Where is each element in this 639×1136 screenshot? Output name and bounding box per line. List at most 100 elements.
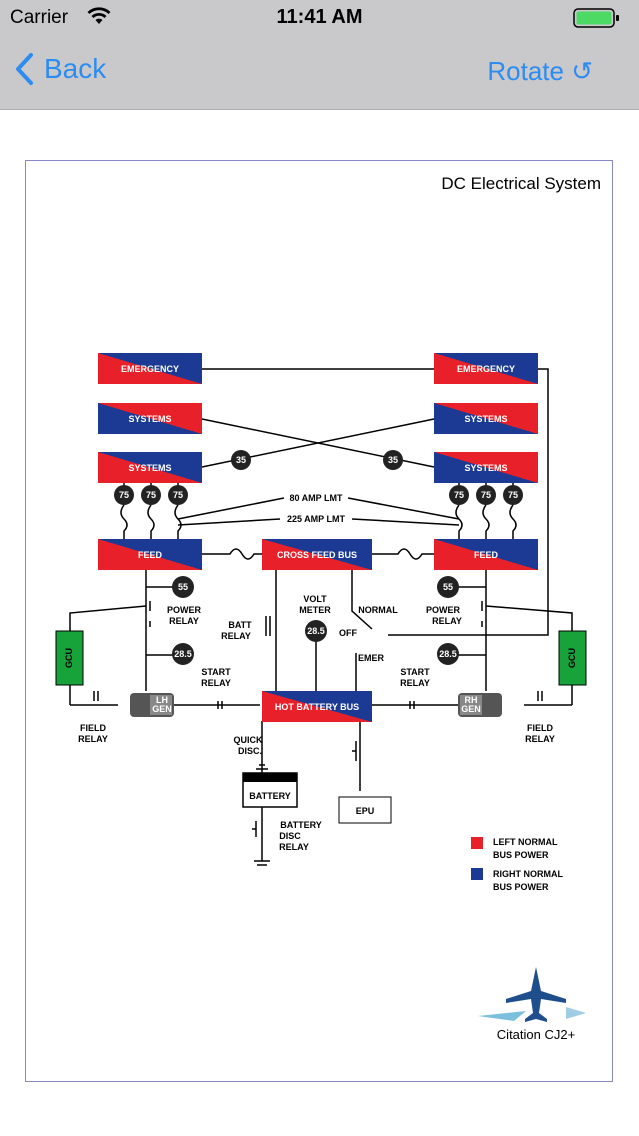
navigation-bar: Back Rotate ↺: [0, 36, 639, 110]
dc-electrical-diagram: DC Electrical System: [55, 174, 601, 1042]
wiring: [69, 368, 573, 866]
epu-label: EPU: [356, 806, 375, 816]
breaker-75-6-label: 75: [508, 490, 518, 500]
epu-box: [338, 796, 392, 824]
breaker-75-1-label: 75: [119, 490, 129, 500]
battery-icon: [573, 8, 621, 33]
power-relay-right-2: RELAY: [432, 616, 462, 626]
start-relay-right-1: START: [400, 667, 430, 677]
amp-225-label: 225 AMP LMT: [287, 514, 346, 524]
feed-bus-left: [98, 539, 202, 570]
legend-left-1: LEFT NORMAL: [493, 837, 558, 847]
power-relay-left-1: POWER: [167, 605, 202, 615]
feed-bus-right-label: FEED: [474, 550, 499, 560]
battery-disc-relay-1: BATTERY: [280, 820, 322, 830]
breaker-55-left-label: 55: [178, 582, 188, 592]
emergency-bus-right: [434, 353, 538, 384]
systems-bus-right-bottom-label: SYSTEMS: [464, 463, 507, 473]
lh-gen-label-1: LH: [156, 695, 168, 705]
field-relay-left-1: FIELD: [80, 723, 106, 733]
breaker-35-right: [383, 450, 403, 470]
gcu-left-label: GCU: [64, 648, 74, 668]
rotate-button[interactable]: Rotate ↺: [487, 56, 593, 86]
volt-meter-value: 28.5: [307, 626, 325, 636]
gcu-right-label: GCU: [567, 648, 577, 668]
feed-bus-right: [434, 539, 538, 570]
breaker-75-4: [449, 485, 469, 505]
breaker-55-right-label: 55: [443, 582, 453, 592]
legend-left-swatch: [471, 837, 483, 849]
systems-bus-left-top: [98, 403, 202, 434]
start-relay-left-1: START: [201, 667, 231, 677]
breaker-75-5: [476, 485, 496, 505]
citation-logo: Citation CJ2+: [478, 967, 586, 1042]
off-label: OFF: [339, 628, 357, 638]
breaker-75-2-label: 75: [146, 490, 156, 500]
field-relay-left-2: RELAY: [78, 734, 108, 744]
batt-relay-1: BATT: [228, 620, 252, 630]
breaker-75-6: [503, 485, 523, 505]
back-button[interactable]: Back: [14, 52, 106, 86]
emer-label: EMER: [358, 653, 385, 663]
systems-bus-right-top-label: SYSTEMS: [464, 414, 507, 424]
quick-disc-2: DISC.: [238, 746, 262, 756]
cross-feed-bus: [262, 539, 372, 570]
relay-symbols: [93, 601, 543, 837]
start-relay-left-2: RELAY: [201, 678, 231, 688]
systems-bus-left-bottom: [98, 452, 202, 483]
battery-disc-relay-3: RELAY: [279, 842, 309, 852]
emergency-bus-right-label: EMERGENCY: [457, 364, 515, 374]
volt-meter-2: METER: [299, 605, 331, 615]
logo-text: Citation CJ2+: [497, 1027, 575, 1042]
chevron-left-icon: [16, 53, 33, 85]
emergency-bus-left-label: EMERGENCY: [121, 364, 179, 374]
legend-right-swatch: [471, 868, 483, 880]
wifi-icon: [86, 6, 112, 31]
breaker-55-left: [172, 576, 194, 598]
back-label: Back: [44, 53, 107, 84]
breakers: 35 35 75 75 75 75 75 75 55 55 28.5 28.5 …: [114, 450, 523, 665]
component-labels: POWER RELAY POWER RELAY BATT RELAY VOLT …: [78, 594, 555, 852]
systems-bus-right-top: [434, 403, 538, 434]
clock: 11:41 AM: [276, 6, 363, 28]
legend-left-2: BUS POWER: [493, 850, 549, 860]
field-relay-right-2: RELAY: [525, 734, 555, 744]
batt-relay-2: RELAY: [221, 631, 251, 641]
breaker-28-5-left: [172, 643, 194, 665]
systems-bus-right-bottom: [434, 452, 538, 483]
breaker-75-1: [114, 485, 134, 505]
normal-label: NORMAL: [358, 605, 398, 615]
generators: LH GEN RH GEN: [130, 693, 502, 717]
breaker-75-2: [141, 485, 161, 505]
systems-bus-left-bottom-label: SYSTEMS: [128, 463, 171, 473]
status-bar: Carrier 11:41 AM: [0, 0, 639, 36]
breaker-75-3-label: 75: [173, 490, 183, 500]
legend-right-1: RIGHT NORMAL: [493, 869, 563, 879]
start-relay-right-2: RELAY: [400, 678, 430, 688]
breaker-28-5-right-label: 28.5: [439, 649, 457, 659]
hot-battery-bus: [262, 691, 372, 722]
cross-feed-bus-label: CROSS FEED BUS: [277, 550, 357, 560]
breaker-75-3: [168, 485, 188, 505]
systems-bus-left-top-label: SYSTEMS: [128, 414, 171, 424]
volt-meter-1: VOLT: [303, 594, 327, 604]
volt-meter-dial: [305, 620, 327, 642]
breaker-28-5-left-label: 28.5: [174, 649, 192, 659]
legend: LEFT NORMAL BUS POWER RIGHT NORMAL BUS P…: [471, 837, 563, 892]
power-relay-right-1: POWER: [426, 605, 461, 615]
battery-label: BATTERY: [249, 791, 291, 801]
power-relay-left-2: RELAY: [169, 616, 199, 626]
rh-gen-label-2: GEN: [461, 704, 481, 714]
carrier-label: Carrier: [10, 7, 69, 28]
breaker-75-4-label: 75: [454, 490, 464, 500]
field-relay-right-1: FIELD: [527, 723, 553, 733]
legend-right-2: BUS POWER: [493, 882, 549, 892]
jet-icon: [506, 967, 566, 1022]
breaker-55-right: [437, 576, 459, 598]
breaker-35-right-label: 35: [388, 455, 398, 465]
hot-battery-bus-label: HOT BATTERY BUS: [275, 702, 359, 712]
breaker-35-left-label: 35: [236, 455, 246, 465]
amp-80-label: 80 AMP LMT: [289, 493, 343, 503]
diagram-title: DC Electrical System: [441, 174, 601, 193]
emergency-bus-left: [98, 353, 202, 384]
